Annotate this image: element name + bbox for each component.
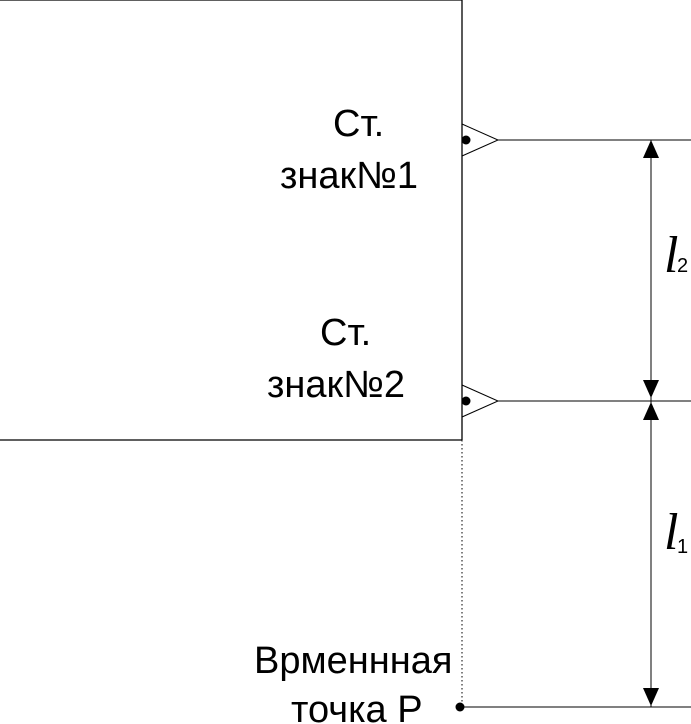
sign2-marker bbox=[461, 384, 691, 418]
l1-subscript: 1 bbox=[677, 536, 688, 558]
point-label-line1: Врменнная bbox=[254, 640, 452, 682]
point-p-marker bbox=[455, 702, 691, 712]
arrow-l2-top bbox=[643, 140, 659, 158]
point-label-line2: точка Р bbox=[291, 689, 423, 724]
sign1-label-line1: Ст. bbox=[333, 103, 384, 145]
l1-symbol: l bbox=[664, 504, 678, 561]
l2-symbol: l bbox=[664, 227, 678, 284]
sign2-label-line1: Ст. bbox=[320, 312, 371, 354]
dimension-arrows bbox=[643, 140, 659, 706]
sign1-marker bbox=[461, 123, 691, 157]
sign2-label-line2: знак№2 bbox=[267, 364, 405, 406]
sign1-label-line2: знак№1 bbox=[280, 155, 418, 197]
arrow-l1-bottom bbox=[643, 688, 659, 706]
l2-subscript: 2 bbox=[677, 255, 688, 277]
building-outline bbox=[0, 0, 463, 441]
arrow-l1-top bbox=[643, 402, 659, 420]
arrow-l2-bottom bbox=[643, 380, 659, 398]
